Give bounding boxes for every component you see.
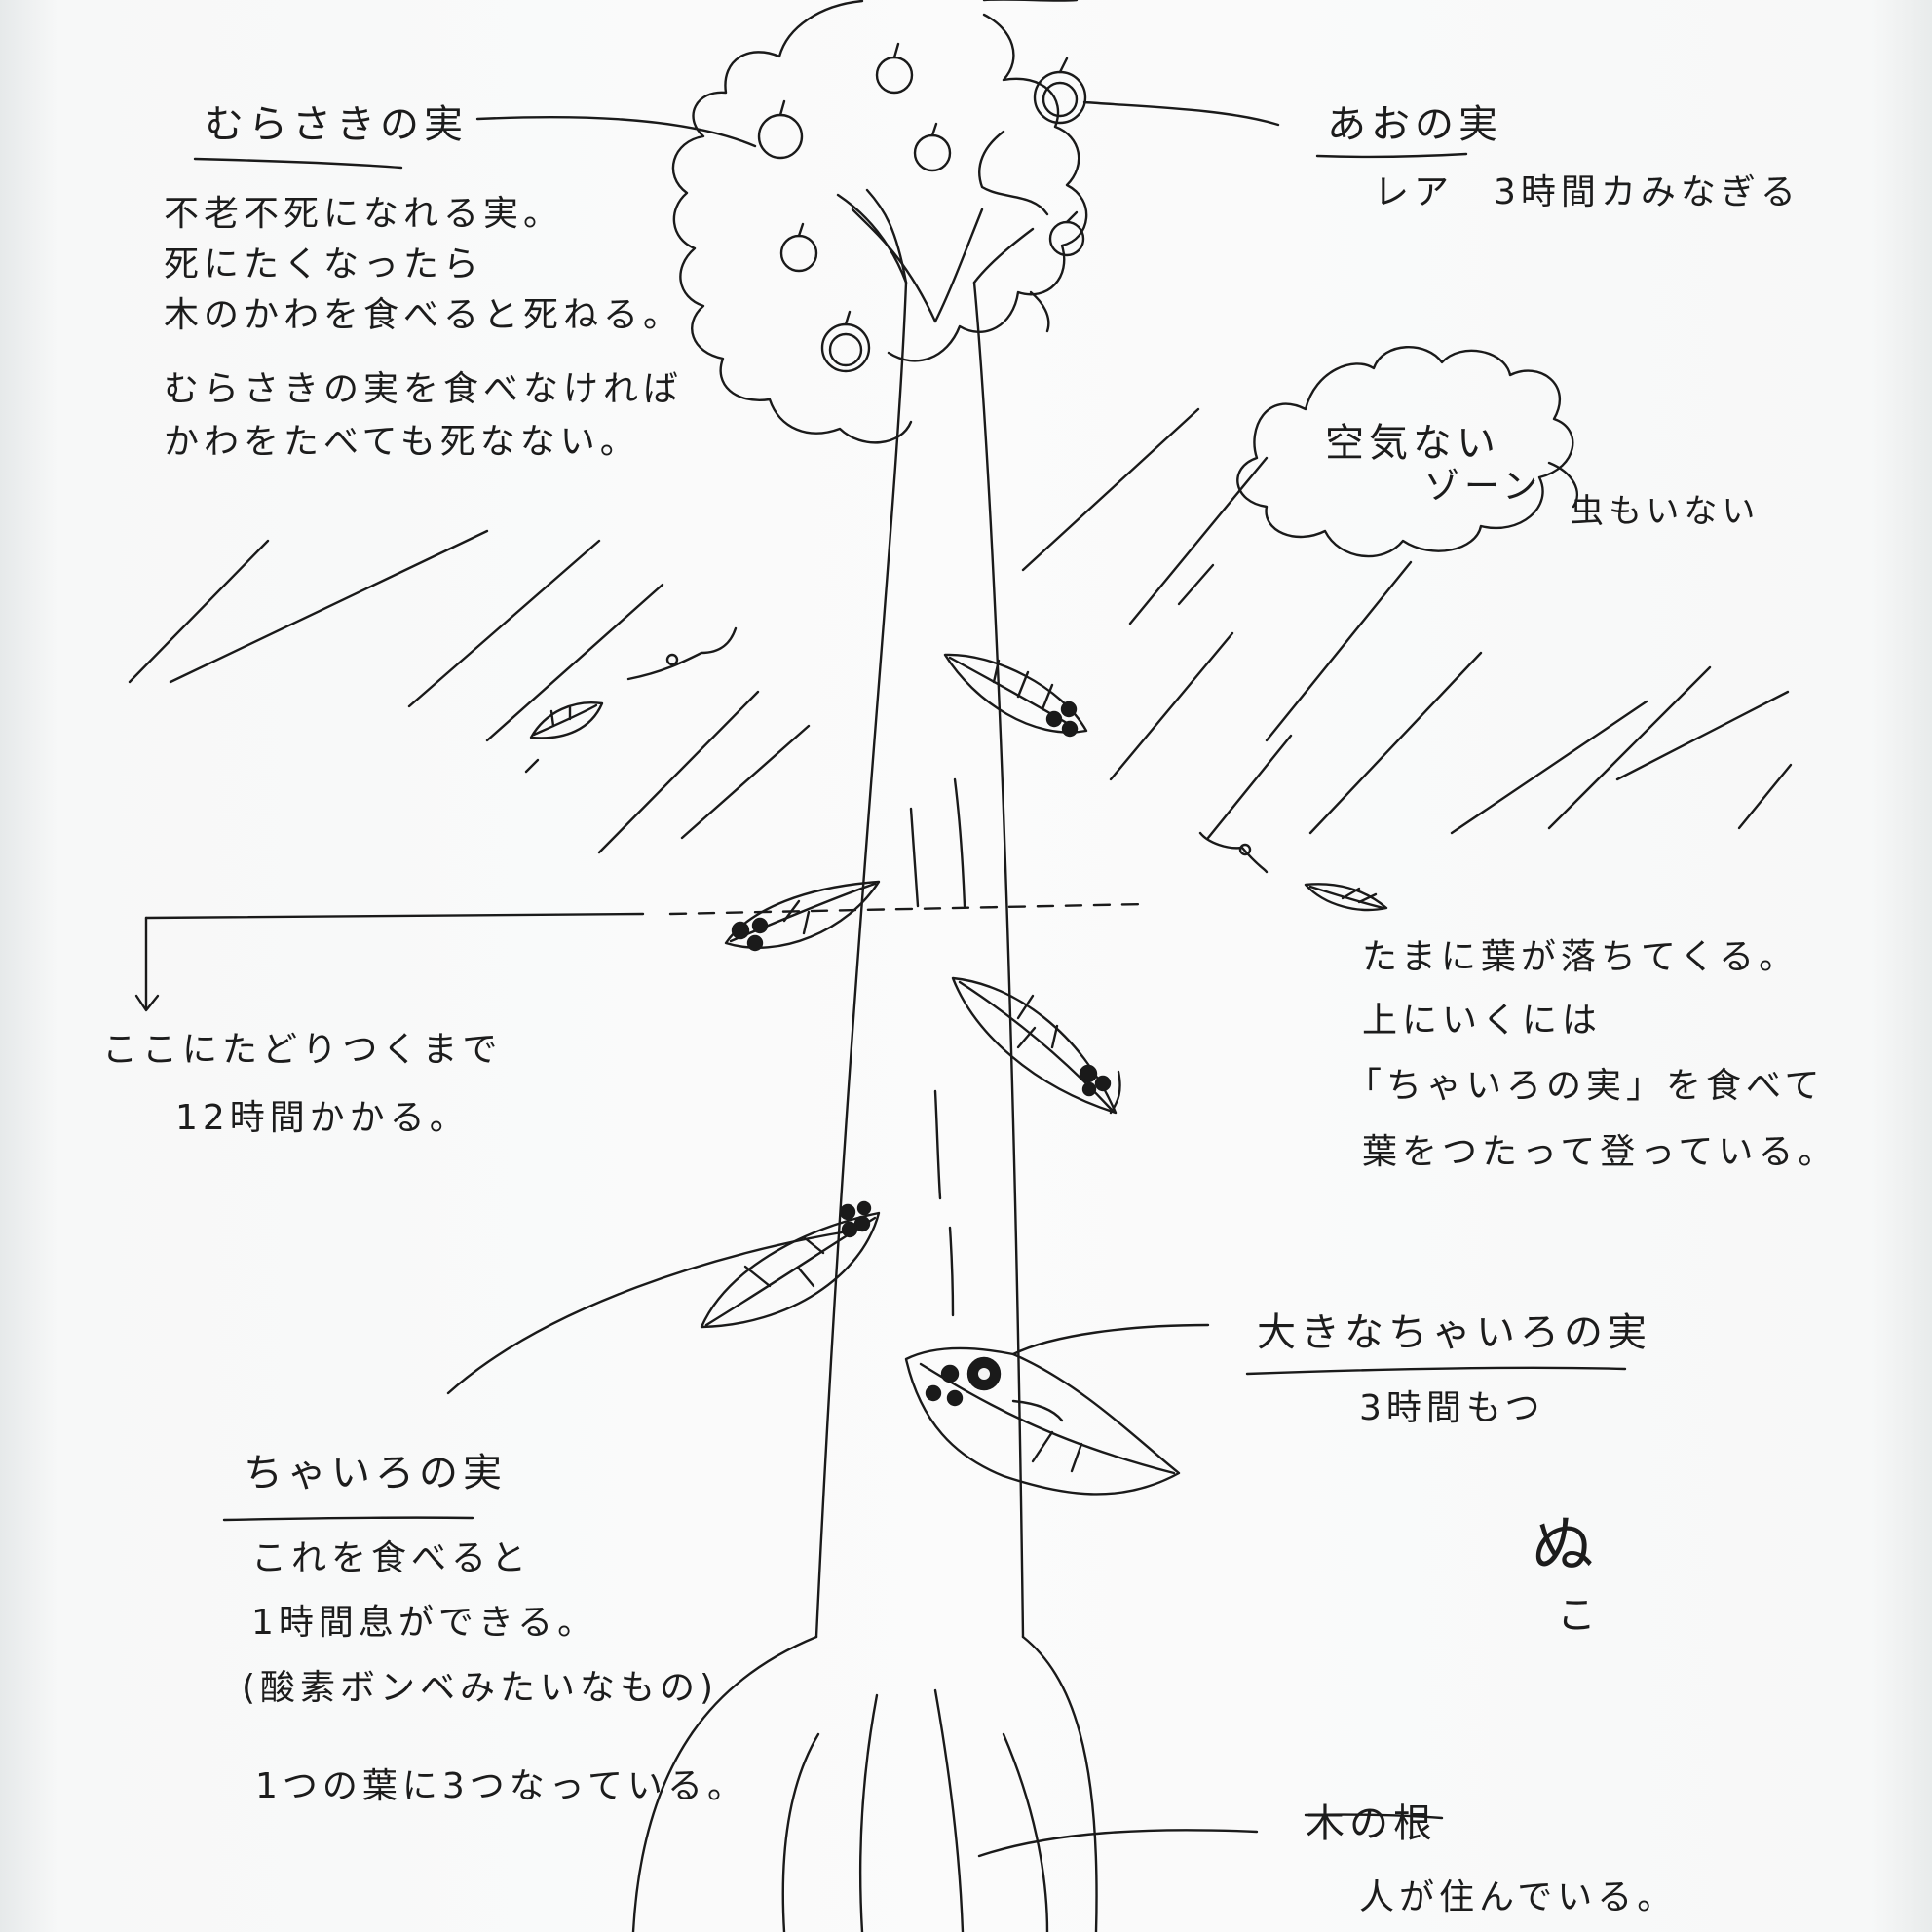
height-marker-dashed: [670, 904, 1145, 914]
tree-root: [1023, 1637, 1097, 1932]
tree-branch: [974, 229, 1033, 283]
title-underline: [1317, 154, 1466, 157]
tree-branch: [838, 195, 906, 283]
leaf-with-brown-fruits: [726, 882, 879, 950]
tree-root: [783, 1734, 818, 1932]
blue-fruit-title: あおの実: [1327, 102, 1502, 147]
blue-fruit-desc: レア 3時間カみなぎる: [1374, 172, 1800, 212]
fruit-stem: [780, 101, 784, 115]
leaf-stem: [448, 1231, 848, 1393]
no-air-cloud: [1237, 347, 1572, 556]
tree-roots-title: 木の根: [1306, 1801, 1437, 1846]
purple-fruit-inner: [830, 334, 861, 365]
reach-time-line: ここにたどりつくまで: [102, 1030, 503, 1070]
brown-fruit-desc-line: 1時間息ができる。: [251, 1603, 598, 1643]
purple-fruit-desc-line: 木のかわを食べると死ねる。: [164, 295, 684, 335]
falling-leaf-small: [531, 702, 602, 738]
title-underline: [1306, 1815, 1442, 1818]
reach-time-line: 12時間かかる。: [175, 1098, 470, 1138]
tree-roots-desc: 人が住んでいる。: [1359, 1877, 1678, 1917]
big-brown-fruit-title: 大きなちゃいろの実: [1257, 1310, 1651, 1355]
falling-leaves-line: 「ちゃいろの実」を食べて: [1346, 1066, 1825, 1106]
purple-fruit: [877, 57, 912, 93]
fruit-stem: [1060, 58, 1067, 72]
bark-line: [950, 1228, 953, 1315]
blue-fruit-inner: [1043, 83, 1077, 116]
tree-trunk: [816, 283, 906, 1637]
fruit-stem: [932, 124, 936, 135]
leaf-stem: [1013, 1325, 1208, 1354]
no-air-zone-label: 空気ない: [1325, 421, 1500, 466]
pointer-line: [477, 117, 755, 146]
brown-fruit-desc-line: これを食べると: [251, 1538, 532, 1578]
tree-crown: [984, 0, 1077, 1]
brown-fruit-desc-line: 1つの葉に3つなっている。: [255, 1766, 748, 1806]
tree-root: [633, 1637, 816, 1932]
tree-branch: [852, 209, 935, 322]
tree-crown: [889, 15, 1086, 360]
purple-fruit-title: むらさきの実: [205, 102, 468, 147]
falling-leaves-line: 葉をつたって登っている。: [1362, 1132, 1838, 1172]
height-marker-line: [146, 914, 643, 918]
hatch-lines-right: [1023, 409, 1791, 838]
tree-trunk: [974, 283, 1023, 1637]
no-air-zone-label: ゾーン: [1424, 467, 1543, 507]
cloud-tail: [1549, 463, 1577, 507]
bark-line: [911, 809, 918, 906]
tree-root: [1004, 1734, 1047, 1932]
falling-leaves-line: たまに葉が落ちてくる。: [1362, 937, 1799, 977]
height-marker-arrow: [136, 996, 158, 1010]
falling-leaves-line: 上にいくには: [1362, 1001, 1603, 1041]
artist-signature-sub: こ: [1557, 1593, 1596, 1638]
leaf-with-big-brown-fruit: [906, 1348, 1179, 1495]
purple-fruit: [915, 135, 950, 170]
no-insects-note: 虫もいない: [1571, 492, 1761, 531]
leaf-node: [1240, 845, 1250, 854]
big-brown-fruit-desc: 3時間もつ: [1359, 1388, 1545, 1428]
tree-root: [860, 1695, 877, 1932]
purple-fruit-desc-line: むらさきの実を食べなければ: [164, 369, 684, 409]
leaf-with-brown-fruits: [945, 655, 1086, 736]
purple-fruit: [781, 236, 816, 271]
fruit-group: [759, 44, 1085, 371]
pointer-line: [979, 1830, 1257, 1856]
hatch-lines-left: [130, 531, 809, 852]
leaf-stem: [1111, 1072, 1120, 1113]
bark-line: [935, 1091, 940, 1198]
tree-crown: [673, 1, 911, 442]
purple-fruit: [759, 115, 802, 158]
tree-crown: [979, 132, 1047, 214]
fruit-stem: [894, 44, 898, 57]
brown-fruit-desc-line: (酸素ボンベみたいなもの): [242, 1668, 719, 1708]
fruit-stem: [799, 224, 803, 236]
leaf-with-brown-fruits: [953, 978, 1116, 1113]
title-underline: [1247, 1368, 1625, 1374]
tree-crown: [1031, 292, 1048, 331]
tree-branch: [935, 209, 982, 322]
fruit-stem: [846, 312, 850, 324]
purple-fruit-desc-line: 不老不死になれる実。: [164, 194, 564, 234]
bark-line: [955, 779, 965, 906]
fruit-stem: [1067, 212, 1077, 222]
leaf-with-brown-fruits: [701, 1202, 879, 1327]
leaf-stem: [628, 628, 736, 679]
pointer-line: [1084, 102, 1278, 125]
brown-fruit-title: ちゃいろの実: [244, 1451, 507, 1496]
title-underline: [195, 159, 401, 168]
artist-signature: ぬ: [1532, 1510, 1594, 1582]
leaf-stem: [1200, 833, 1267, 872]
leaf-node: [667, 655, 677, 664]
falling-leaf-small: [1306, 884, 1386, 910]
tree-root: [935, 1690, 963, 1932]
title-underline: [224, 1518, 473, 1520]
purple-fruit-desc-line: かわをたべても死なない。: [164, 422, 640, 462]
tree-branch: [867, 190, 906, 283]
purple-fruit: [1050, 222, 1083, 255]
purple-fruit-desc-line: 死にたくなったら: [164, 245, 484, 284]
